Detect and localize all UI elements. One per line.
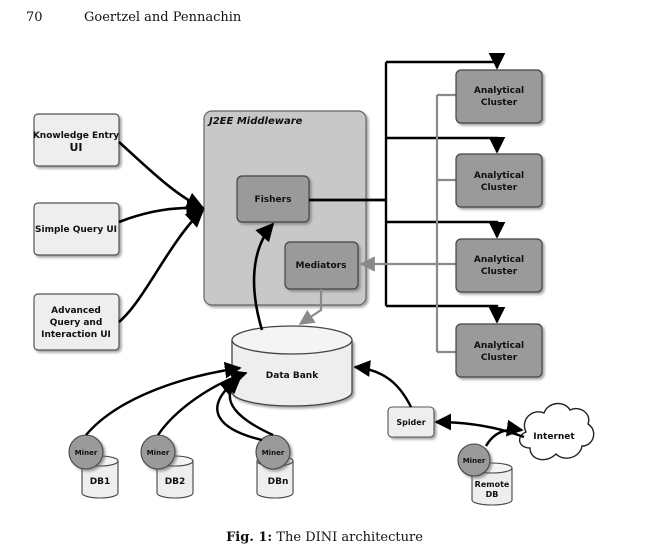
miner-2-label: Miner (147, 449, 170, 457)
db2-label: DB2 (165, 477, 186, 487)
cluster-2-label-1: Analytical (474, 171, 524, 181)
mediators-box: Mediators (284, 241, 359, 290)
cluster-1-label-2: Cluster (481, 98, 518, 108)
analytical-cluster-3: Analytical Cluster (455, 238, 543, 293)
cluster-1-label-1: Analytical (474, 86, 524, 96)
miner-1-label: Miner (75, 449, 98, 457)
cluster-3-label-2: Cluster (481, 267, 518, 277)
ui-knowledge-entry-label-2: UI (69, 141, 82, 154)
dbn-label: DBn (268, 477, 289, 487)
remote-db-label-1: Remote (475, 480, 510, 489)
figure-caption-label: Fig. 1: (226, 530, 273, 545)
mediators-label: Mediators (296, 261, 347, 271)
dbn-group: DBn Miner (255, 434, 294, 499)
remote-db-group: Remote DB Miner (457, 443, 513, 506)
arrow-spider-to-databank (353, 360, 413, 408)
data-bank-label: Data Bank (266, 371, 319, 381)
fishers-box: Fishers (236, 175, 310, 223)
fishers-cluster-bus (309, 52, 506, 324)
arrow-advanced-to-middleware (118, 208, 205, 323)
arrow-remote-to-internet (484, 419, 524, 447)
figure-caption-text: The DINI architecture (276, 530, 423, 545)
ui-advanced-query-label-2: Query and (50, 318, 103, 328)
cluster-4-label-1: Analytical (474, 341, 524, 351)
ui-simple-query-label: Simple Query UI (35, 225, 117, 235)
ui-advanced-query-label-3: Interaction UI (41, 330, 111, 340)
data-bank-cylinder: Data Bank (231, 325, 353, 407)
internet-label: Internet (533, 432, 575, 442)
arrow-miner1-to-databank (85, 361, 242, 436)
ui-advanced-query: Advanced Query and Interaction UI (33, 293, 120, 351)
arrow-miner3-to-databank-b (216, 378, 263, 442)
db1-group: DB1 Miner (68, 434, 119, 499)
miner-3-label: Miner (262, 449, 285, 457)
internet-cloud: Internet (519, 402, 595, 461)
cluster-4-label-2: Cluster (481, 353, 518, 363)
arrow-knowledge-to-middleware (118, 141, 205, 210)
arrow-databank-to-fishers (252, 222, 275, 331)
cluster-3-label-1: Analytical (474, 255, 524, 265)
spider-box: Spider (387, 406, 435, 438)
analytical-cluster-2: Analytical Cluster (455, 153, 543, 208)
spider-label: Spider (396, 418, 425, 427)
page-number: 70 (26, 10, 43, 25)
arrow-simple-query-to-middleware (118, 198, 205, 224)
fishers-label: Fishers (255, 195, 292, 205)
middleware-title: J2EE Middleware (207, 116, 303, 127)
ui-knowledge-entry: Knowledge Entry UI (33, 113, 120, 167)
cluster-mediator-bus (359, 93, 456, 354)
miner-4 (457, 443, 491, 477)
arrow-mediators-to-databank (298, 289, 323, 325)
running-head-authors: Goertzel and Pennachin (84, 10, 242, 25)
ui-advanced-query-label-1: Advanced (51, 306, 101, 316)
db2-group: DB2 Miner (140, 434, 194, 499)
cluster-2-label-2: Cluster (481, 183, 518, 193)
analytical-cluster-1: Analytical Cluster (455, 69, 543, 124)
db1-label: DB1 (90, 477, 111, 487)
ui-knowledge-entry-label-1: Knowledge Entry (33, 131, 119, 141)
figure-caption: Fig. 1: The DINI architecture (0, 530, 649, 545)
analytical-cluster-4: Analytical Cluster (455, 323, 543, 378)
miner-4-label: Miner (463, 457, 486, 465)
remote-db-label-2: DB (486, 490, 499, 499)
ui-simple-query: Simple Query UI (33, 202, 120, 256)
